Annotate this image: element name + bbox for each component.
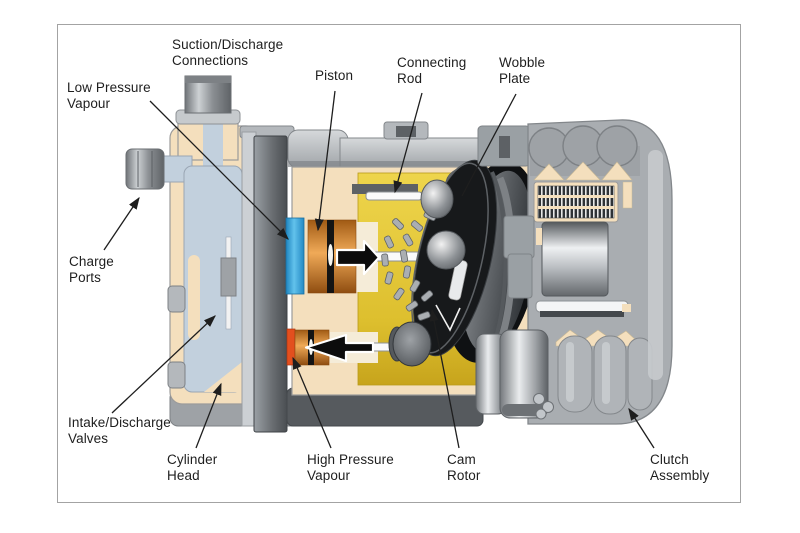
clutch-hub: [541, 221, 609, 297]
piston-bore-suction: [285, 217, 431, 295]
leader-intake-discharge-valves: [111, 315, 216, 414]
pulley-grooves-bottom: [557, 335, 653, 415]
label-high-pressure-vapour: High Pressure Vapour: [307, 452, 394, 483]
cylinder-head: [183, 165, 243, 393]
drive-shaft: [535, 300, 629, 313]
leader-piston: [314, 90, 336, 232]
leader-lines: [103, 90, 655, 449]
leader-high-pressure-vapour: [292, 356, 332, 449]
charge-port: [125, 148, 193, 190]
leader-cam-rotor: [429, 308, 460, 449]
leader-charge-ports: [103, 196, 140, 251]
label-low-pressure-vapour: Low Pressure Vapour: [67, 80, 151, 111]
label-suction-discharge-connections: Suction/Discharge Connections: [172, 37, 284, 68]
leader-cylinder-head: [195, 382, 222, 449]
clutch-coil: [533, 181, 619, 223]
ball-joint-middle: [426, 230, 466, 270]
housing-bolt: [167, 285, 186, 313]
leader-low-pressure-vapour: [149, 100, 289, 240]
suction-passage: [203, 118, 223, 176]
label-cam-rotor: Cam Rotor: [447, 452, 481, 483]
suction-discharge-port: [175, 75, 241, 125]
clutch-assembly: [475, 119, 673, 425]
shaft-bearing-balls: [533, 393, 554, 420]
label-piston: Piston: [315, 68, 354, 83]
label-clutch-assembly: Clutch Assembly: [650, 452, 710, 483]
label-wobble-plate: Wobble Plate: [499, 55, 546, 86]
label-connecting-rod: Connecting Rod: [397, 55, 467, 86]
label-intake-discharge-valves: Intake/Discharge Valves: [68, 415, 171, 446]
flow-arrow-left: [304, 333, 375, 363]
flow-arrow-right: [335, 239, 381, 276]
ball-joint-upper: [420, 179, 454, 219]
ball-joint-lower: [392, 321, 432, 367]
valve-plate: [253, 135, 288, 433]
rear-housing: [125, 75, 295, 433]
low-pressure-vapour-region: [285, 217, 305, 295]
valve-retainer: [220, 257, 237, 297]
leader-wobble-plate: [461, 93, 517, 197]
leader-connecting-rod: [393, 92, 423, 194]
label-charge-ports: Charge Ports: [69, 254, 114, 285]
leader-clutch-assembly: [628, 407, 655, 449]
shaft-nut-cylinder: [475, 329, 549, 419]
housing-bolt: [167, 361, 186, 389]
label-cylinder-head: Cylinder Head: [167, 452, 218, 483]
